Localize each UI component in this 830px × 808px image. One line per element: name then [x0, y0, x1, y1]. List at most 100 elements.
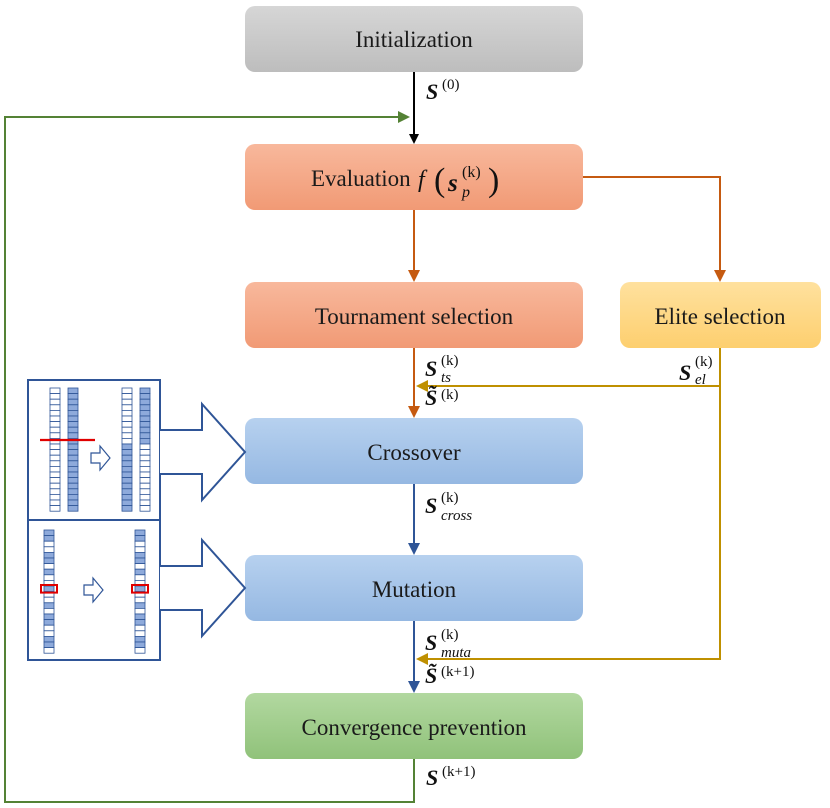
gene-cell	[67, 432, 79, 439]
gene-cell	[43, 568, 55, 576]
svg-text:S: S	[425, 493, 437, 518]
gene-cell	[43, 602, 55, 609]
gene-cell	[49, 460, 61, 467]
mutation-box	[245, 555, 583, 621]
gene-cell	[67, 493, 79, 501]
gene-cell	[121, 387, 133, 394]
svg-text:ts: ts	[441, 370, 451, 386]
svg-text:(k): (k)	[462, 164, 481, 181]
arrow-elite-to-crossover	[416, 348, 721, 392]
gene-cell	[139, 482, 151, 490]
gene-cell	[67, 477, 79, 484]
gene-cell	[121, 482, 133, 490]
gene-cell	[43, 535, 55, 542]
svg-text:s: s	[447, 170, 458, 197]
gene-cell	[121, 449, 133, 456]
gene-cell	[121, 437, 133, 445]
mutation-small-arrow	[83, 576, 104, 604]
gene-cell	[121, 415, 133, 422]
svg-text:(k): (k)	[441, 627, 459, 643]
label-s-cross: S (k) cross	[425, 490, 472, 524]
gene-cell	[139, 499, 151, 506]
gene-cell	[67, 421, 79, 428]
svg-text:cross: cross	[441, 508, 472, 524]
gene-cell	[49, 482, 61, 490]
svg-text:): )	[488, 162, 499, 199]
gene-cell	[49, 393, 61, 400]
gene-cell	[121, 465, 133, 473]
svg-text:el: el	[695, 372, 706, 388]
svg-text:(: (	[434, 162, 445, 199]
svg-text:S: S	[426, 765, 438, 790]
gene-cell	[139, 505, 151, 512]
gene-cell	[43, 552, 55, 559]
gene-cell	[43, 647, 55, 654]
gene-cell	[43, 619, 55, 626]
gene-cell	[49, 421, 61, 428]
operator-illustration	[27, 379, 247, 661]
gene-cell	[121, 409, 133, 417]
gene-cell	[121, 488, 133, 495]
gene-cell	[43, 540, 55, 548]
gene-cell	[121, 426, 133, 434]
arrow-eval-to-elite	[583, 176, 726, 282]
gene-cell	[139, 415, 151, 422]
gene-cell	[43, 624, 55, 632]
label-s-k1: S (k+1)	[426, 764, 475, 790]
svg-text:(k+1): (k+1)	[441, 664, 474, 680]
crossover-block-arrow	[160, 401, 247, 503]
gene-cell	[49, 449, 61, 456]
mutated-gene-marker	[131, 584, 149, 594]
gene-cell	[43, 529, 55, 536]
gene-cell	[67, 460, 79, 467]
gene-cell	[134, 619, 146, 626]
label-s-ts: S (k) ts	[425, 353, 459, 386]
gene-cell	[67, 426, 79, 434]
tournament-selection-label: Tournament selection	[315, 304, 514, 329]
gene-cell	[121, 432, 133, 439]
gene-cell	[139, 488, 151, 495]
svg-text:S: S	[426, 79, 438, 104]
gene-cell	[139, 398, 151, 406]
svg-text:f: f	[418, 167, 428, 193]
gene-cell	[134, 585, 146, 592]
gene-cell	[49, 471, 61, 478]
gene-cell	[67, 471, 79, 478]
gene-cell	[139, 454, 151, 462]
gene-cell	[139, 460, 151, 467]
gene-cell	[134, 552, 146, 559]
gene-cell	[49, 398, 61, 406]
convergence-prevention-label: Convergence prevention	[301, 715, 527, 740]
gene-cell	[121, 499, 133, 506]
gene-cell	[67, 488, 79, 495]
gene-cell	[49, 426, 61, 434]
gene-cell	[43, 585, 55, 592]
mutation-block-arrow	[160, 537, 247, 639]
gene-cell	[134, 568, 146, 576]
arrow-elite-to-convergence	[416, 386, 721, 665]
gene-cell	[121, 443, 133, 450]
label-s0: S (0)	[426, 77, 460, 104]
gene-cell	[43, 563, 55, 570]
svg-text:(k): (k)	[441, 353, 459, 369]
mutation-label: Mutation	[372, 577, 457, 602]
gene-cell	[139, 493, 151, 501]
gene-cell	[139, 432, 151, 439]
gene-cell	[67, 404, 79, 411]
gene-cell	[43, 636, 55, 643]
crossover-box	[245, 418, 583, 484]
svg-text:S: S	[425, 630, 437, 655]
gene-cell	[139, 393, 151, 400]
gene-cell	[139, 443, 151, 450]
svg-text:S̃: S̃	[425, 385, 437, 410]
gene-cell	[121, 460, 133, 467]
gene-cell	[67, 449, 79, 456]
svg-text:(k): (k)	[695, 354, 713, 370]
gene-cell	[139, 409, 151, 417]
gene-cell	[67, 465, 79, 473]
svg-text:(k): (k)	[441, 387, 459, 403]
elite-selection-box	[620, 282, 821, 348]
svg-text:S: S	[679, 360, 691, 385]
gene-cell	[49, 505, 61, 512]
label-s-tilde-k: S̃ (k)	[425, 385, 459, 410]
